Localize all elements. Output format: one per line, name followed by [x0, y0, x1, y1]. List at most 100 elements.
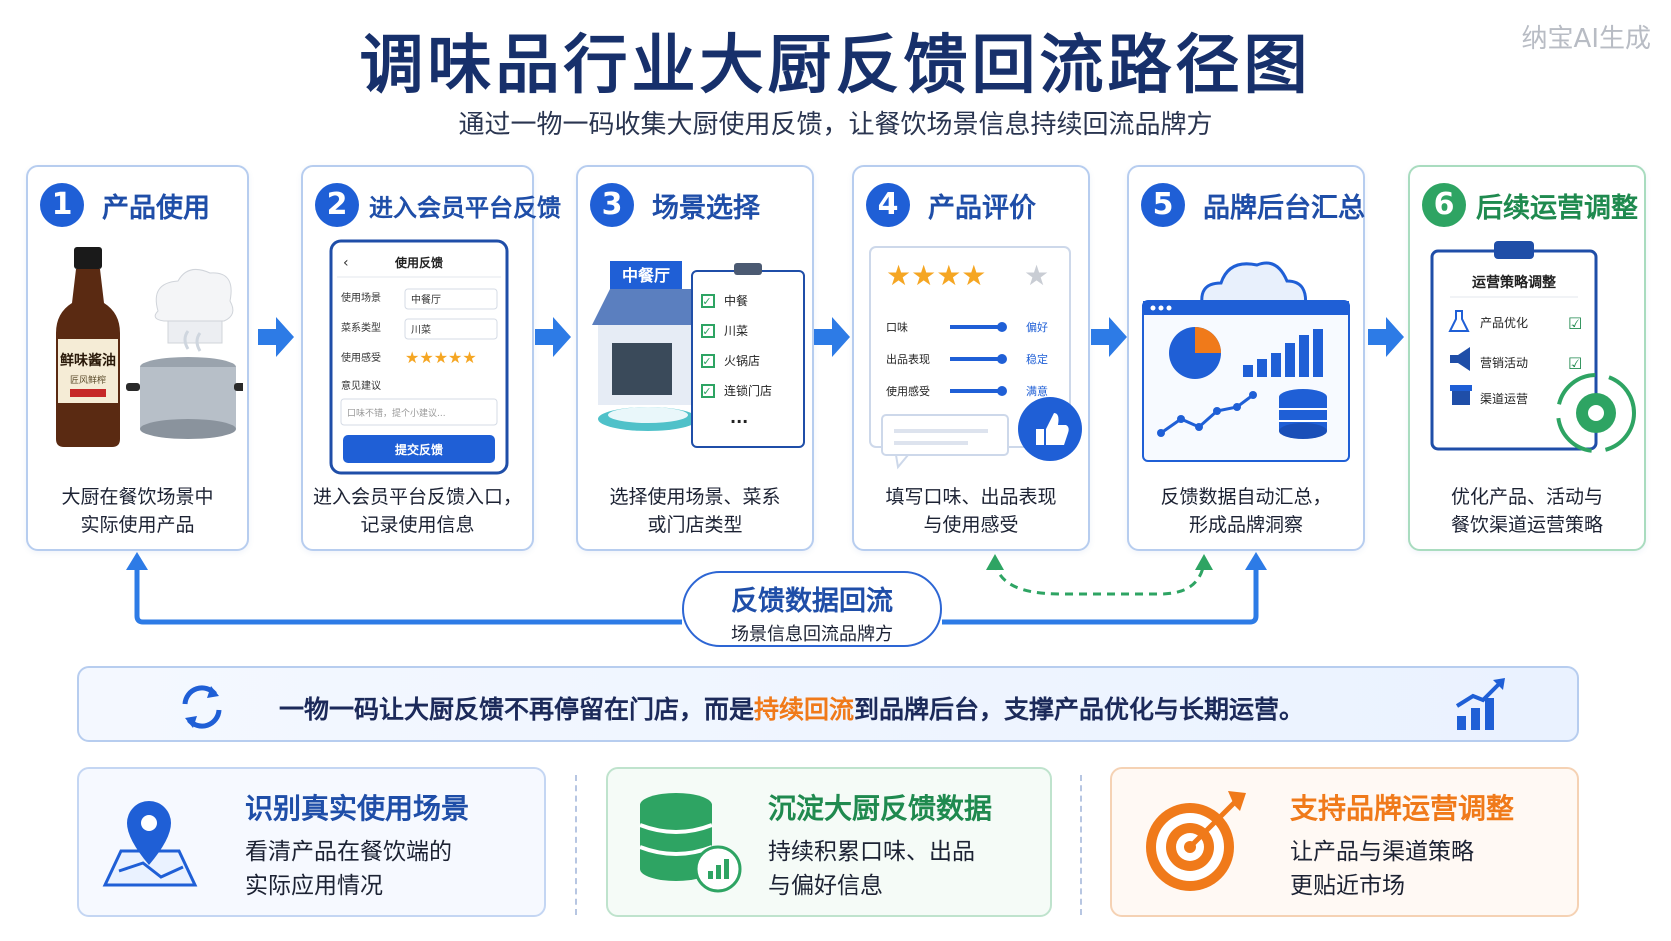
svg-text:☑: ☑ — [1568, 354, 1582, 373]
card-divider — [1080, 775, 1082, 915]
bottle-sublabel: 匠风鲜榨 — [70, 374, 106, 386]
step-6-card: 6 后续运营调整 运营策略调整 产品优化 ☑ 营销活动 ☑ 渠道运营 优化产品、… — [1408, 165, 1646, 551]
form-label: 菜系类型 — [341, 321, 381, 334]
feedback-loop-subtitle: 场景信息回流品牌方 — [731, 624, 893, 645]
operations-strategy-board: 运营策略调整 产品优化 ☑ 营销活动 ☑ 渠道运营 — [1430, 241, 1636, 453]
rating-stars: ★★★★★ — [405, 348, 477, 367]
metric-value: 偏好 — [1026, 320, 1048, 334]
card-divider — [575, 775, 577, 915]
feedback-form-phone: ‹ 使用反馈 使用场景 中餐厅 菜系类型 川菜 使用感受 ★★★★★ 意见建议 … — [329, 239, 509, 475]
svg-text:✓: ✓ — [702, 355, 711, 368]
banner-message: 一物一码让大厨反馈不再停留在门店，而是持续回流到品牌后台，支撑产品优化与长期运营… — [279, 695, 1305, 724]
card-title: 识别真实使用场景 — [245, 792, 470, 825]
step-title: 场景选择 — [652, 192, 760, 224]
benefit-card-operations: 支持品牌运营调整 让产品与渠道策略更贴近市场 — [1110, 767, 1579, 917]
flow-arrow-icon — [1368, 317, 1404, 357]
flow-arrow-icon — [1091, 317, 1127, 357]
form-label: 意见建议 — [341, 379, 381, 392]
step-5-card: 5 品牌后台汇总 反馈数据自动汇总， 形成品牌洞察 — [1127, 165, 1365, 551]
form-label: 使用感受 — [341, 351, 381, 364]
metric-label: 出品表现 — [886, 352, 930, 366]
step-desc-line2: 与使用感受 — [923, 514, 1019, 536]
feedback-loop-title: 反馈数据回流 — [731, 586, 893, 617]
step-title: 产品评价 — [928, 192, 1036, 224]
step-title: 进入会员平台反馈 — [369, 193, 561, 222]
step-desc-line1: 填写口味、出品表现 — [885, 486, 1057, 508]
summary-banner: 一物一码让大厨反馈不再停留在门店，而是持续回流到品牌后台，支撑产品优化与长期运营… — [77, 666, 1579, 742]
step-desc-line1: 大厨在餐饮场景中 — [61, 486, 214, 508]
more-options: ... — [730, 408, 748, 427]
strategy-item: 产品优化 — [1480, 316, 1528, 330]
svg-text:✓: ✓ — [702, 385, 711, 398]
form-value: 川菜 — [411, 324, 431, 336]
step-desc-line2: 记录使用信息 — [360, 514, 475, 536]
growth-chart-icon — [1455, 678, 1505, 730]
step-desc-line1: 反馈数据自动汇总， — [1160, 486, 1332, 508]
flow-arrow-icon — [814, 317, 850, 357]
scene-option: 川菜 — [724, 324, 748, 338]
store-sign: 中餐厅 — [622, 266, 670, 285]
form-header: 使用反馈 — [394, 255, 443, 270]
card-body: 持续积累口味、出品与偏好信息 — [768, 839, 975, 899]
svg-text:★: ★ — [1024, 259, 1049, 292]
step-4-card: 4 产品评价 ★★★★ ★ 口味 偏好 出品表现 稳定 使用感受 满意 填写口味… — [852, 165, 1090, 551]
step-2-card: 2 进入会员平台反馈 ‹ 使用反馈 使用场景 中餐厅 菜系类型 川菜 使用感受 … — [301, 165, 561, 551]
product-rating-panel: ★★★★ ★ 口味 偏好 出品表现 稳定 使用感受 满意 — [869, 246, 1082, 470]
svg-text:✓: ✓ — [702, 295, 711, 308]
map-location-pin-icon — [102, 801, 198, 887]
step-desc-line2: 或门店类型 — [647, 514, 743, 536]
refresh-cycle-icon — [182, 685, 222, 729]
step-number: 1 — [40, 183, 84, 227]
target-bullseye-icon — [1146, 791, 1246, 891]
bottle-label: 鲜味酱油 — [60, 352, 116, 369]
metric-value: 满意 — [1026, 384, 1048, 398]
page-title: 调味品行业大厨反馈回流路径图 — [359, 29, 1312, 103]
restaurant-scene-checklist: 中餐厅 ✓ 中餐 ✓ 川菜 ✓ 火锅店 ✓ 连锁门店 ... — [592, 261, 805, 448]
svg-text:☑: ☑ — [1568, 314, 1582, 333]
card-title: 沉淀大厨反馈数据 — [768, 792, 993, 825]
metric-label: 使用感受 — [886, 385, 930, 398]
submit-feedback-button: 提交反馈 — [395, 442, 443, 457]
metric-label: 口味 — [886, 321, 908, 334]
flow-arrow-icon — [258, 317, 294, 357]
scene-option: 连锁门店 — [724, 383, 772, 398]
step-desc-line1: 进入会员平台反馈入口， — [312, 486, 522, 508]
svg-text:‹: ‹ — [343, 255, 349, 271]
step-number: 2 — [315, 183, 359, 227]
benefit-card-scene: 识别真实使用场景 看清产品在餐饮端的实际应用情况 — [77, 767, 546, 917]
feedback-loop-path — [126, 552, 1267, 625]
step-desc-line1: 选择使用场景、菜系 — [609, 486, 781, 508]
step-desc-line2: 餐饮渠道运营策略 — [1450, 514, 1603, 536]
benefit-card-data: 沉淀大厨反馈数据 持续积累口味、出品与偏好信息 — [606, 767, 1052, 917]
banner-highlight: 持续回流 — [754, 695, 855, 724]
board-title: 运营策略调整 — [1472, 274, 1557, 291]
step-desc-line2: 形成品牌洞察 — [1188, 514, 1303, 536]
strategy-item: 渠道运营 — [1480, 392, 1528, 406]
step-desc-line2: 实际使用产品 — [80, 514, 195, 536]
metric-value: 稳定 — [1026, 352, 1048, 366]
form-label: 使用场景 — [341, 291, 381, 304]
step-3-card: 3 场景选择 中餐厅 ✓ 中餐 ✓ 川菜 ✓ 火锅店 ✓ 连锁门店 ... 选择… — [576, 165, 814, 551]
step-title: 后续运营调整 — [1476, 192, 1638, 224]
scene-option: 中餐 — [724, 293, 748, 308]
rating-stars: ★★★★ — [886, 259, 986, 292]
database-chart-icon — [639, 793, 742, 893]
step-title: 产品使用 — [102, 192, 210, 224]
page-subtitle: 通过一物一码收集大厨使用反馈，让餐饮场景信息持续回流品牌方 — [458, 110, 1213, 140]
scene-option: 火锅店 — [724, 353, 760, 368]
step-title: 品牌后台汇总 — [1203, 192, 1365, 224]
soy-sauce-and-pot-illustration: 鲜味酱油 匠风鲜榨 — [56, 247, 243, 447]
step-number: 3 — [590, 183, 634, 227]
card-body: 看清产品在餐饮端的实际应用情况 — [245, 839, 452, 899]
svg-text:✓: ✓ — [702, 325, 711, 338]
card-body: 让产品与渠道策略更贴近市场 — [1290, 839, 1474, 899]
step-number: 6 — [1422, 183, 1466, 227]
card-title: 支持品牌运营调整 — [1290, 792, 1515, 825]
form-value: 中餐厅 — [411, 293, 441, 306]
strategy-item: 营销活动 — [1480, 356, 1528, 370]
step-1-card: 1 产品使用 鲜味酱油 匠风鲜榨 大厨在餐饮场景中 实际使用产品 — [26, 165, 249, 551]
suggestion-input: 口味不错，提个小建议... — [347, 407, 446, 419]
watermark: 纳宝AI生成 — [1521, 24, 1651, 54]
step-number: 4 — [866, 183, 910, 227]
feedback-loop-label: 反馈数据回流 场景信息回流品牌方 — [682, 571, 942, 647]
